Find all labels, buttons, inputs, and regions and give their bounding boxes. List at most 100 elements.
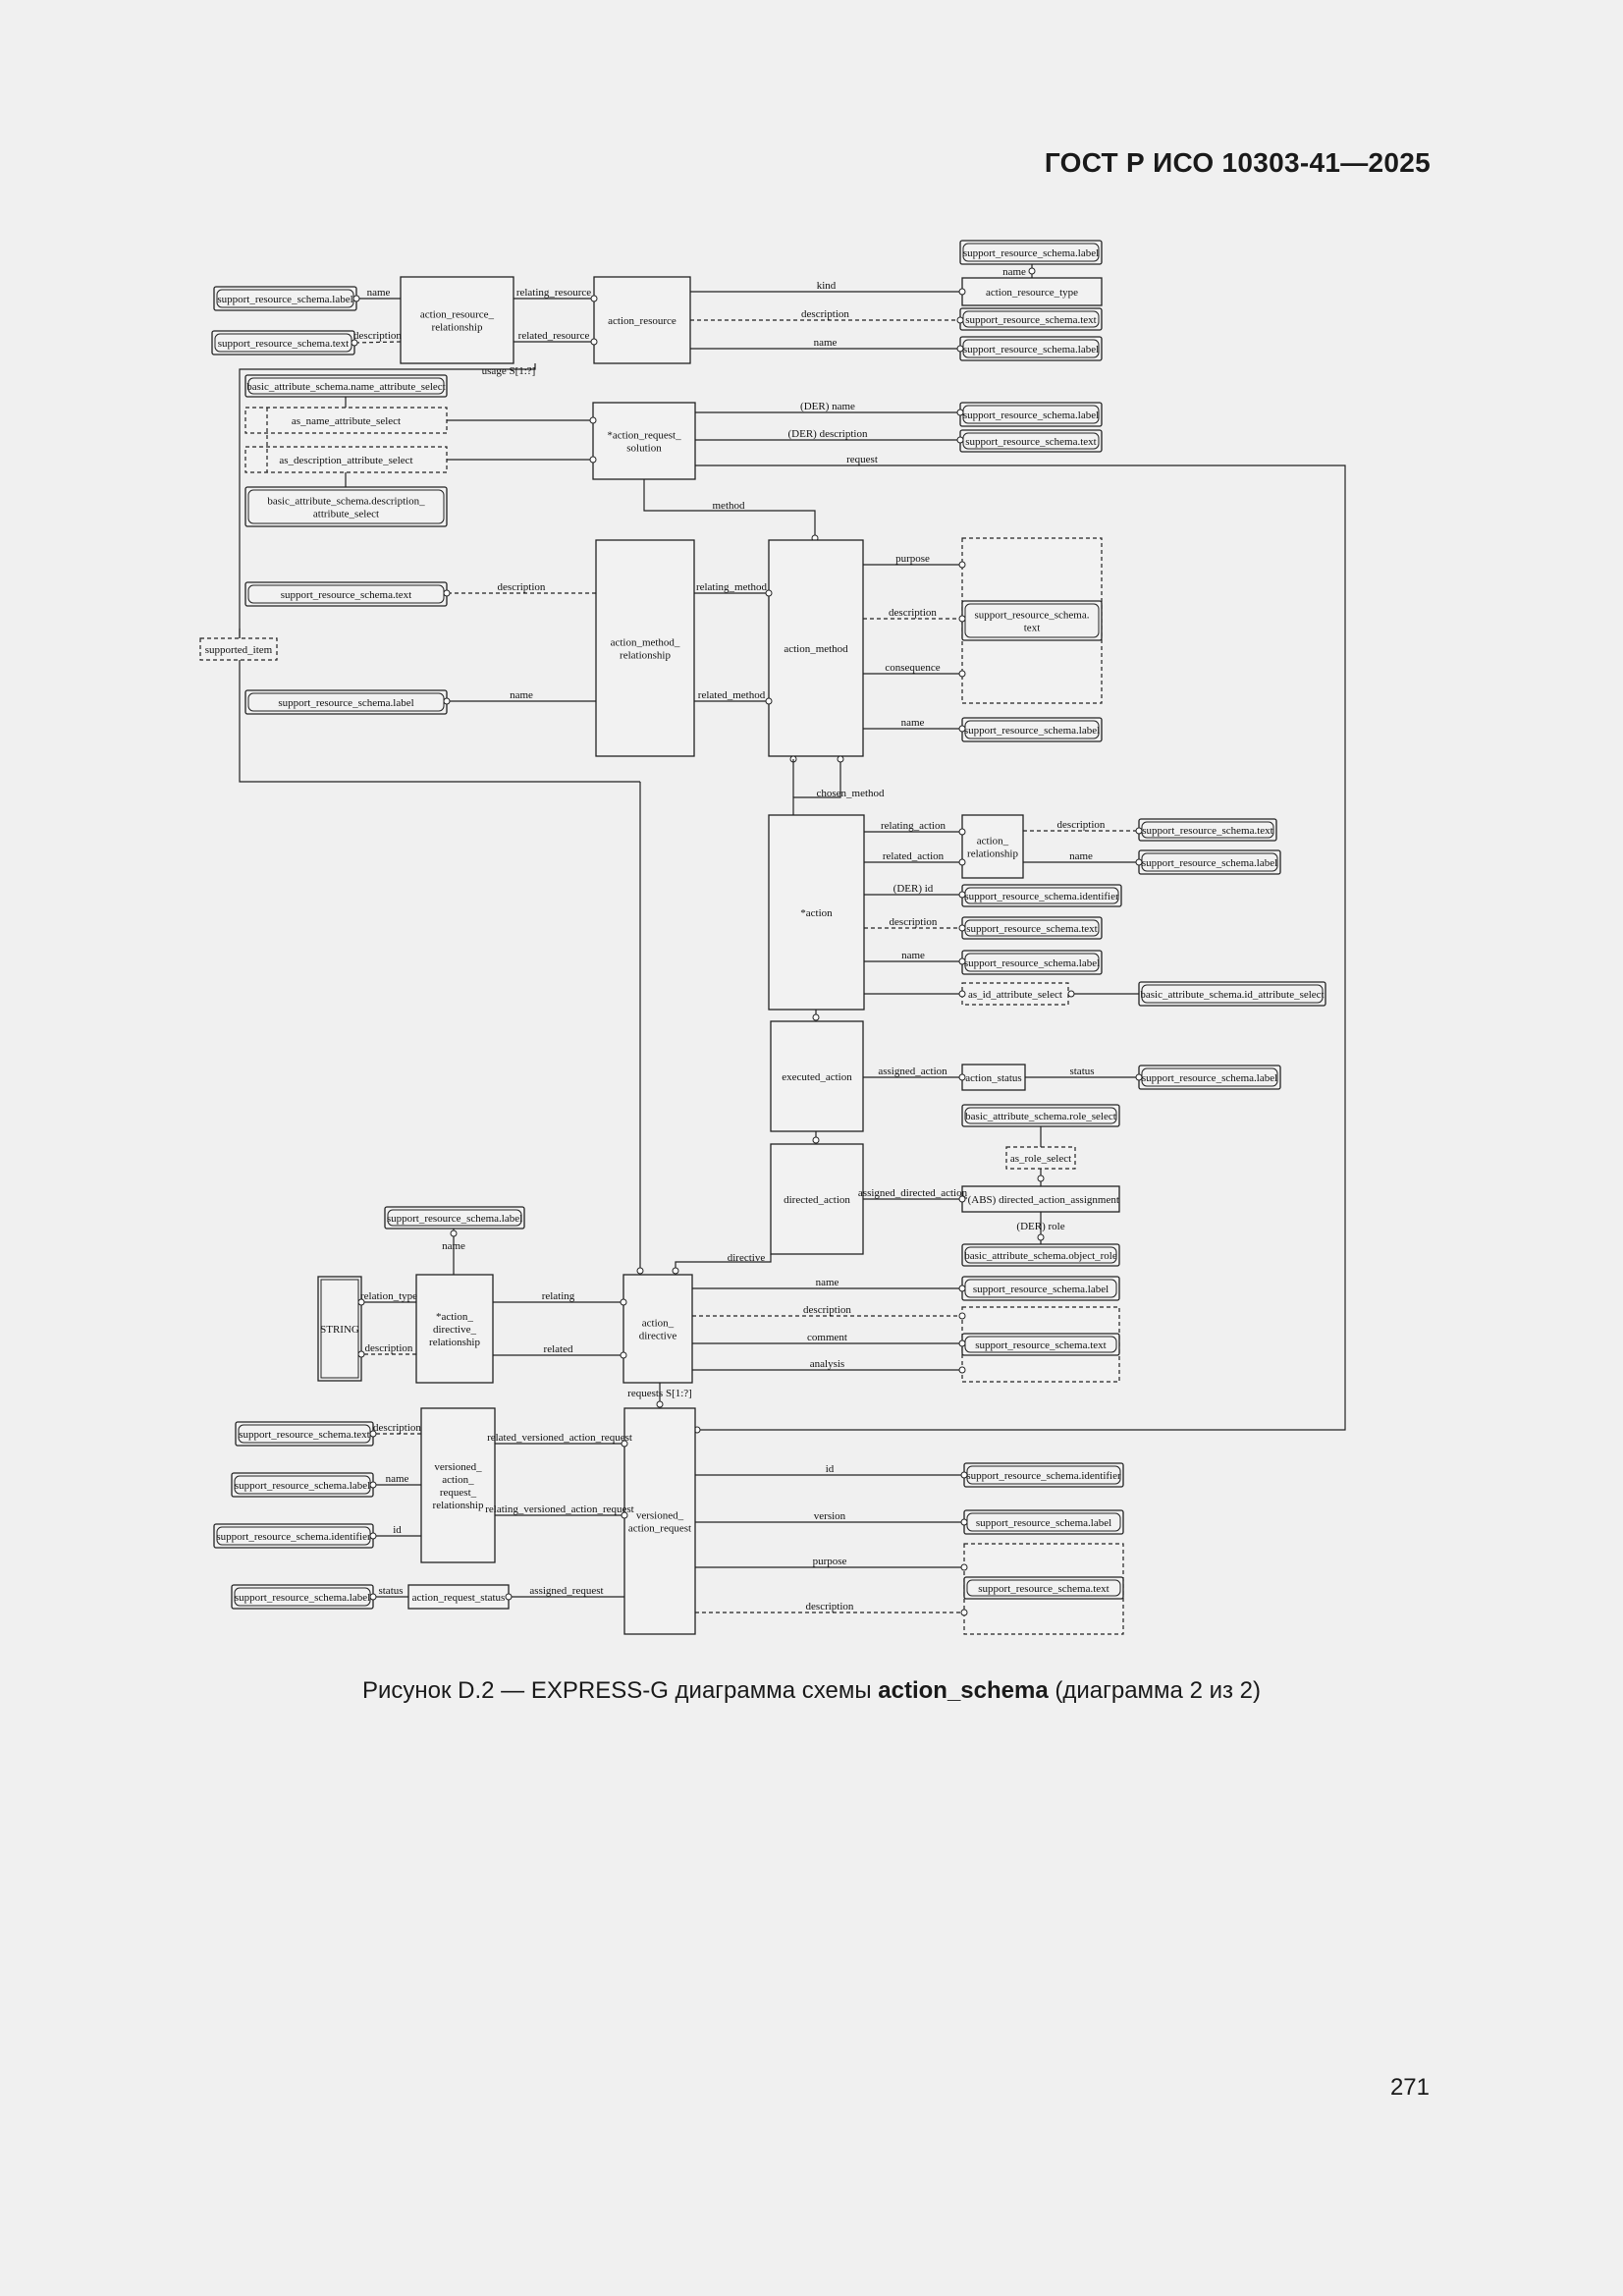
edge-adr-name-role: name	[442, 1240, 465, 1252]
action-relationship-label: action_	[977, 836, 1009, 847]
edge-adr-description-role: description	[365, 1342, 413, 1354]
edge-am-consequence-role: consequence	[885, 662, 940, 674]
edge-directive-role: directive	[728, 1252, 766, 1264]
edge-am-purpose-end	[958, 561, 966, 569]
sel-as-name-box	[244, 407, 448, 434]
edge-relating-end	[620, 1298, 627, 1306]
edge-ar-description-end	[956, 316, 964, 324]
edge-assigned-action-role: assigned_action	[878, 1066, 947, 1077]
versioned-action-request-relationship-label: relationship	[433, 1500, 484, 1511]
string-type-label: STRING	[320, 1324, 359, 1336]
ref-bas-object-role-label: basic_attribute_schema.object_role	[964, 1250, 1117, 1262]
ref-srs-label-10-box	[384, 1206, 525, 1230]
ref-srs-identifier-3-label: support_resource_schema.identifier	[966, 1470, 1121, 1482]
action-resource-type-label: action_resource_type	[986, 287, 1078, 299]
edge-assigned-directed-action-role: assigned_directed_action	[858, 1187, 968, 1199]
ref-srs-label-5-label: support_resource_schema.label	[278, 697, 413, 709]
sel-as-name-label: as_name_attribute_select	[292, 415, 401, 427]
directed-action-assignment-box	[961, 1185, 1120, 1213]
edge-am-name-role: name	[901, 717, 925, 729]
action-method-relationship-box	[595, 539, 695, 757]
ref-srs-label-7-label: support_resource_schema.label	[1142, 857, 1277, 869]
ref-srs-text-3-label: support_resource_schema.text	[965, 436, 1096, 448]
action-relationship-box	[961, 814, 1024, 879]
edge-var-id-role: id	[826, 1463, 835, 1475]
sel-as-description-label: as_description_attribute_select	[279, 455, 412, 466]
edge-am-name-end	[958, 725, 966, 733]
edge-chosen-method-end	[837, 755, 844, 763]
edge-related-var-role: related_versioned_action_request	[487, 1432, 632, 1444]
edge-ad-comment-end	[958, 1339, 966, 1347]
edge-related-method-role: related_method	[698, 689, 766, 701]
edge-usage-line	[239, 363, 640, 783]
edge-related-resource-role: related_resource	[518, 330, 590, 342]
ref-bas-name-select-label: basic_attribute_schema.name_attribute_se…	[246, 381, 446, 393]
edge-ad-analysis-role: analysis	[810, 1358, 844, 1370]
ref-srs-identifier-2-label: support_resource_schema.identifier	[216, 1531, 371, 1543]
edge-relation-type-end	[357, 1298, 365, 1306]
directed-action-label: directed_action	[784, 1194, 850, 1206]
edge-relation-type-role: relation_type	[360, 1290, 417, 1302]
ref-srs-label-2-inner	[962, 243, 1100, 262]
edge-related-resource-end	[590, 338, 598, 346]
sel-supported-item-box	[199, 637, 278, 661]
edge-requests-role: requests S[1:?]	[627, 1388, 692, 1399]
ref-srs-text-10-inner	[966, 1579, 1121, 1597]
edge-arr-description-end	[351, 339, 358, 347]
edge-arr-name-role: name	[367, 287, 391, 299]
edge-related-action-end	[958, 858, 966, 866]
caption-prefix: Рисунок D.2 — EXPRESS-G диаграмма схемы	[361, 1677, 879, 1704]
ref-srs-text-6-label: support_resource_schema.text	[1142, 825, 1272, 837]
edge-method-line	[643, 479, 816, 540]
edge-ad-comment-role: comment	[807, 1332, 847, 1343]
ref-srs-label-10-inner	[387, 1209, 522, 1227]
edge-var-purpose-role: purpose	[813, 1556, 847, 1567]
edge-ar-description-role: description	[801, 308, 849, 320]
action-relationship-label: relationship	[967, 848, 1018, 860]
edge-art-name-end	[1028, 267, 1036, 275]
ref-srs-text-10-box	[963, 1576, 1124, 1600]
ref-srs-text-5-label: text	[1024, 623, 1041, 634]
ref-srs-label-14-label: support_resource_schema.label	[976, 1517, 1111, 1529]
edge-ar2-description-role: description	[1057, 819, 1106, 831]
edge-ad-name-role: name	[816, 1277, 839, 1288]
ref-bas-role-select-label: basic_attribute_schema.role_select	[965, 1111, 1116, 1122]
action-directive-relationship-label: relationship	[429, 1337, 480, 1348]
ref-srs-label-11-label: support_resource_schema.label	[973, 1284, 1109, 1295]
edge-action-id-select-end	[958, 990, 966, 998]
edge-ad-analysis-end	[958, 1366, 966, 1374]
edge-ad-description-role: description	[803, 1304, 851, 1316]
edge-relating-var-role: relating_versioned_action_request	[485, 1503, 634, 1515]
edge-id-select-end	[1067, 990, 1075, 998]
edge-var-description-role: description	[806, 1601, 854, 1613]
action-resource-relationship-box	[400, 276, 514, 364]
action-request-solution-box	[592, 402, 696, 480]
edge-ar-name-role: name	[814, 337, 838, 349]
edge-ars-as-name-end	[589, 416, 597, 424]
edge-am-purpose-role: purpose	[895, 553, 930, 565]
edge-varr-description-end	[369, 1430, 377, 1438]
edge-ar2-name-role: name	[1069, 850, 1093, 862]
edge-daa-select-end	[1037, 1175, 1045, 1182]
action-method-box	[768, 539, 864, 757]
edge-chosen-method-role: chosen_method	[816, 788, 885, 799]
ref-srs-label-4-label: support_resource_schema.label	[963, 410, 1099, 421]
versioned-action-request-relationship-label: request_	[440, 1487, 477, 1499]
edge-relating-resource-role: relating_resource	[516, 287, 591, 299]
action-directive-relationship-box	[415, 1274, 494, 1384]
edge-directive-end	[672, 1267, 679, 1275]
ref-srs-label-2-box	[959, 240, 1103, 265]
edge-action-name-role: name	[901, 950, 925, 961]
edge-ad-name-end	[958, 1285, 966, 1292]
action-directive-relationship-label: directive_	[433, 1324, 476, 1336]
edge-action-subtype-end	[812, 1013, 820, 1021]
action-directive-relationship-label: *action_	[436, 1311, 473, 1323]
edge-var-id-end	[960, 1471, 968, 1479]
edge-ars-status-role: status	[378, 1585, 403, 1597]
action-resource-type-box	[961, 277, 1103, 306]
action-resource-label: action_resource	[608, 315, 676, 327]
edge-executed-subtype-end	[812, 1136, 820, 1144]
edge-request-role: request	[846, 454, 878, 465]
ref-srs-text-5-inner	[964, 603, 1100, 638]
